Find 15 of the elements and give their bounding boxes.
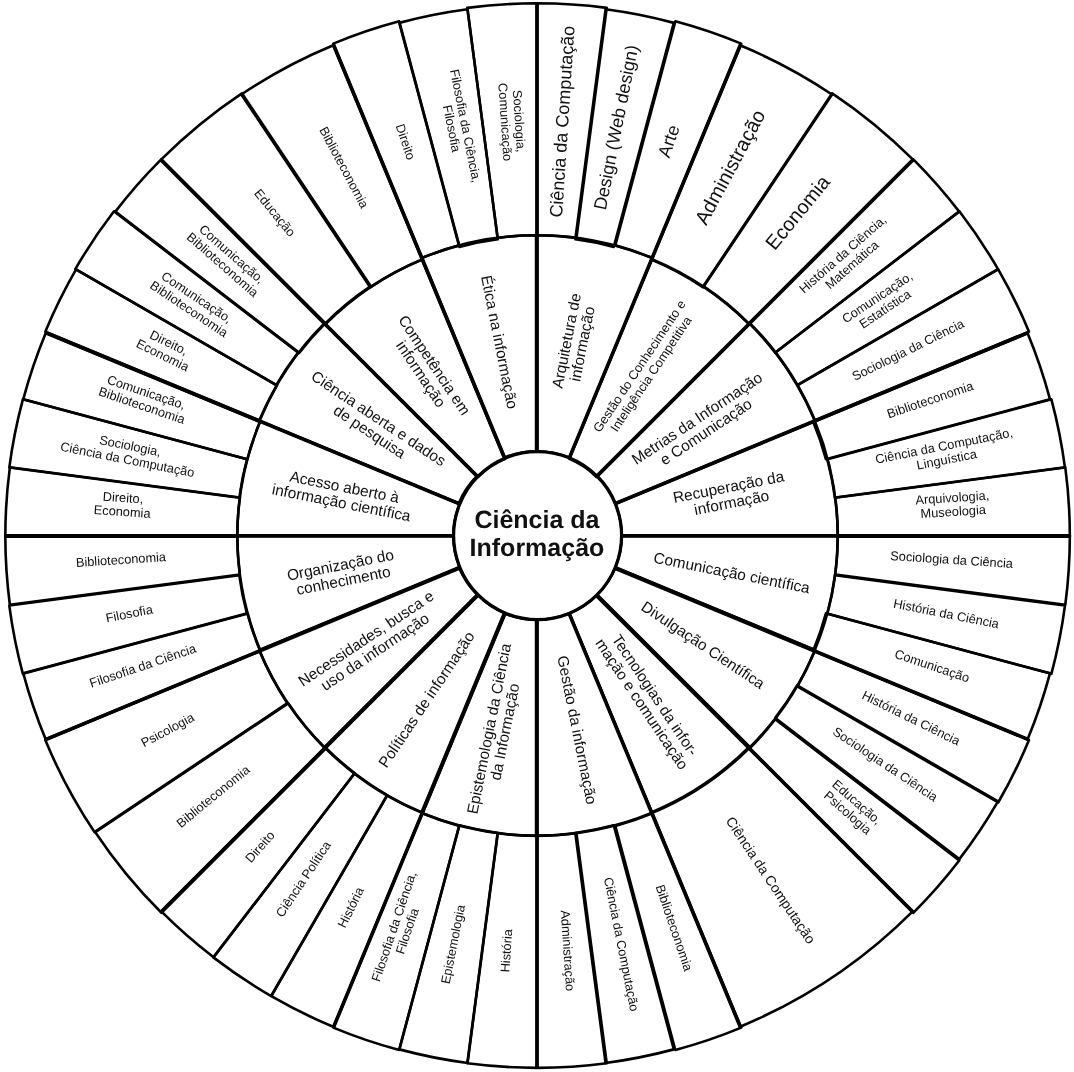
outer-ring-label: Arte bbox=[656, 123, 686, 161]
center-label: Ciência da Informação bbox=[469, 508, 605, 563]
outer-ring-segment bbox=[332, 811, 461, 1052]
outer-ring-segment bbox=[535, 832, 608, 1070]
outer-ring-label: Ciência da Computação bbox=[548, 24, 581, 218]
outer-ring-label: Design (Web design) bbox=[592, 43, 645, 213]
outer-ring-segment bbox=[44, 649, 289, 833]
outer-ring-segment bbox=[3, 534, 241, 607]
outer-ring-segment bbox=[773, 684, 999, 862]
outer-ring-segment bbox=[398, 7, 500, 248]
outer-ring-segment bbox=[466, 832, 539, 1070]
center-circle bbox=[451, 450, 623, 622]
outer-ring-segment bbox=[398, 824, 500, 1065]
outer-ring-segment bbox=[93, 701, 327, 914]
outer-ring-segment bbox=[574, 7, 676, 248]
